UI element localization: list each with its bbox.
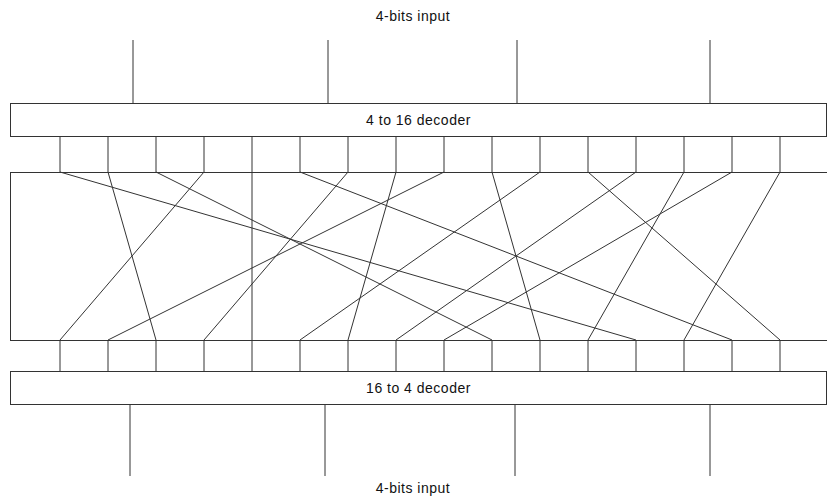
decoder-name: 4 to 16 decoder (366, 112, 471, 129)
permutation-wire (60, 137, 636, 371)
decoder-name: 16 to 4 decoder (366, 380, 471, 397)
permutation-wire (300, 137, 732, 371)
decoder-band: 4 to 16 decoder (10, 103, 827, 137)
output-wire (130, 405, 131, 476)
permutation-wire (348, 137, 396, 371)
permutation-wire (108, 137, 444, 371)
permutation-wire (156, 137, 492, 371)
permutation-wire (300, 137, 540, 371)
permutation-wire (444, 137, 732, 371)
permutation-wire (588, 137, 684, 371)
permutation-wire (60, 137, 204, 371)
output-wire (325, 405, 326, 476)
permutation-wire (492, 137, 540, 371)
output-wire (710, 405, 711, 476)
permutation-wire (588, 137, 780, 371)
decoder-band: 16 to 4 decoder (10, 371, 827, 405)
permutation-wire (396, 137, 636, 371)
permutation-wire (252, 137, 253, 371)
permutation-wire (684, 137, 780, 371)
output-wire (515, 405, 516, 476)
input-wire (710, 40, 711, 103)
signal-label: 4-bits input (373, 8, 453, 25)
input-wire (328, 40, 329, 103)
permutation-wire (204, 137, 348, 371)
signal-label: 4-bits input (373, 480, 453, 497)
input-wire (517, 40, 518, 103)
input-wire (133, 40, 134, 103)
